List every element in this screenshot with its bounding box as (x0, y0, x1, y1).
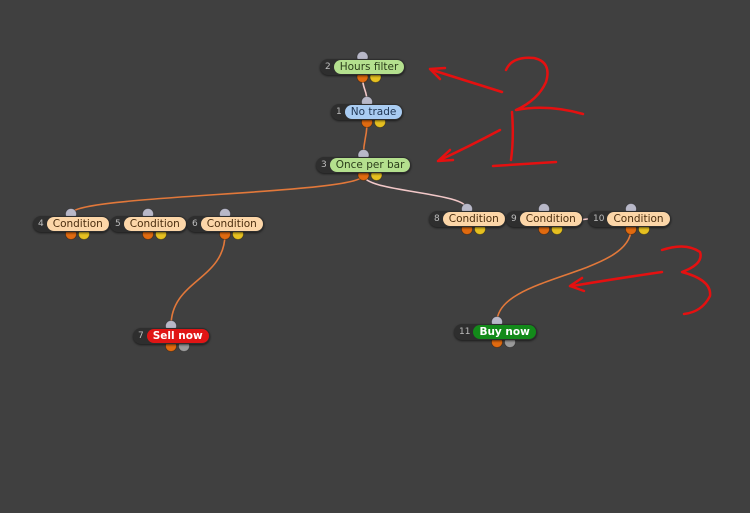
node-number: 2 (325, 62, 331, 72)
node-number: 4 (38, 219, 44, 229)
node-label: No trade (344, 105, 403, 119)
annotation-arrowhead (568, 276, 586, 293)
annotations-layer (428, 56, 712, 316)
node-number: 10 (593, 214, 605, 224)
node-number: 9 (511, 214, 517, 224)
annotation-digit-1 (491, 110, 558, 168)
node-number: 1 (336, 107, 342, 117)
node-label: Condition (200, 217, 263, 231)
node-label: Sell now (146, 329, 209, 343)
annotation-digit-2 (504, 56, 585, 116)
node-number: 7 (138, 331, 144, 341)
node-number: 6 (192, 219, 198, 229)
edge-n10-n11[interactable] (496, 228, 632, 323)
node-label: Condition (519, 212, 582, 226)
node-number: 3 (321, 160, 327, 170)
node-label: Condition (46, 217, 109, 231)
node-label: Condition (123, 217, 186, 231)
annotation-arrow (438, 128, 502, 162)
node-number: 11 (459, 327, 471, 337)
edge-n6-n7[interactable] (170, 233, 226, 327)
annotation-arrowhead (428, 66, 447, 81)
node-label: Hours filter (333, 60, 405, 74)
annotation-arrowhead (436, 148, 455, 163)
edge-n3-n8[interactable] (362, 174, 468, 210)
ports-layer (65, 51, 650, 352)
node-label: Condition (607, 212, 670, 226)
annotation-digit-3 (660, 245, 712, 316)
annotation-arrow (430, 68, 504, 94)
node-label: Once per bar (329, 158, 411, 172)
node-number: 8 (434, 214, 440, 224)
node-label: Buy now (473, 325, 536, 339)
annotation-arrow (570, 270, 664, 288)
edge-n3-n4[interactable] (70, 174, 365, 215)
node-label: Condition (442, 212, 505, 226)
node-number: 5 (115, 219, 121, 229)
